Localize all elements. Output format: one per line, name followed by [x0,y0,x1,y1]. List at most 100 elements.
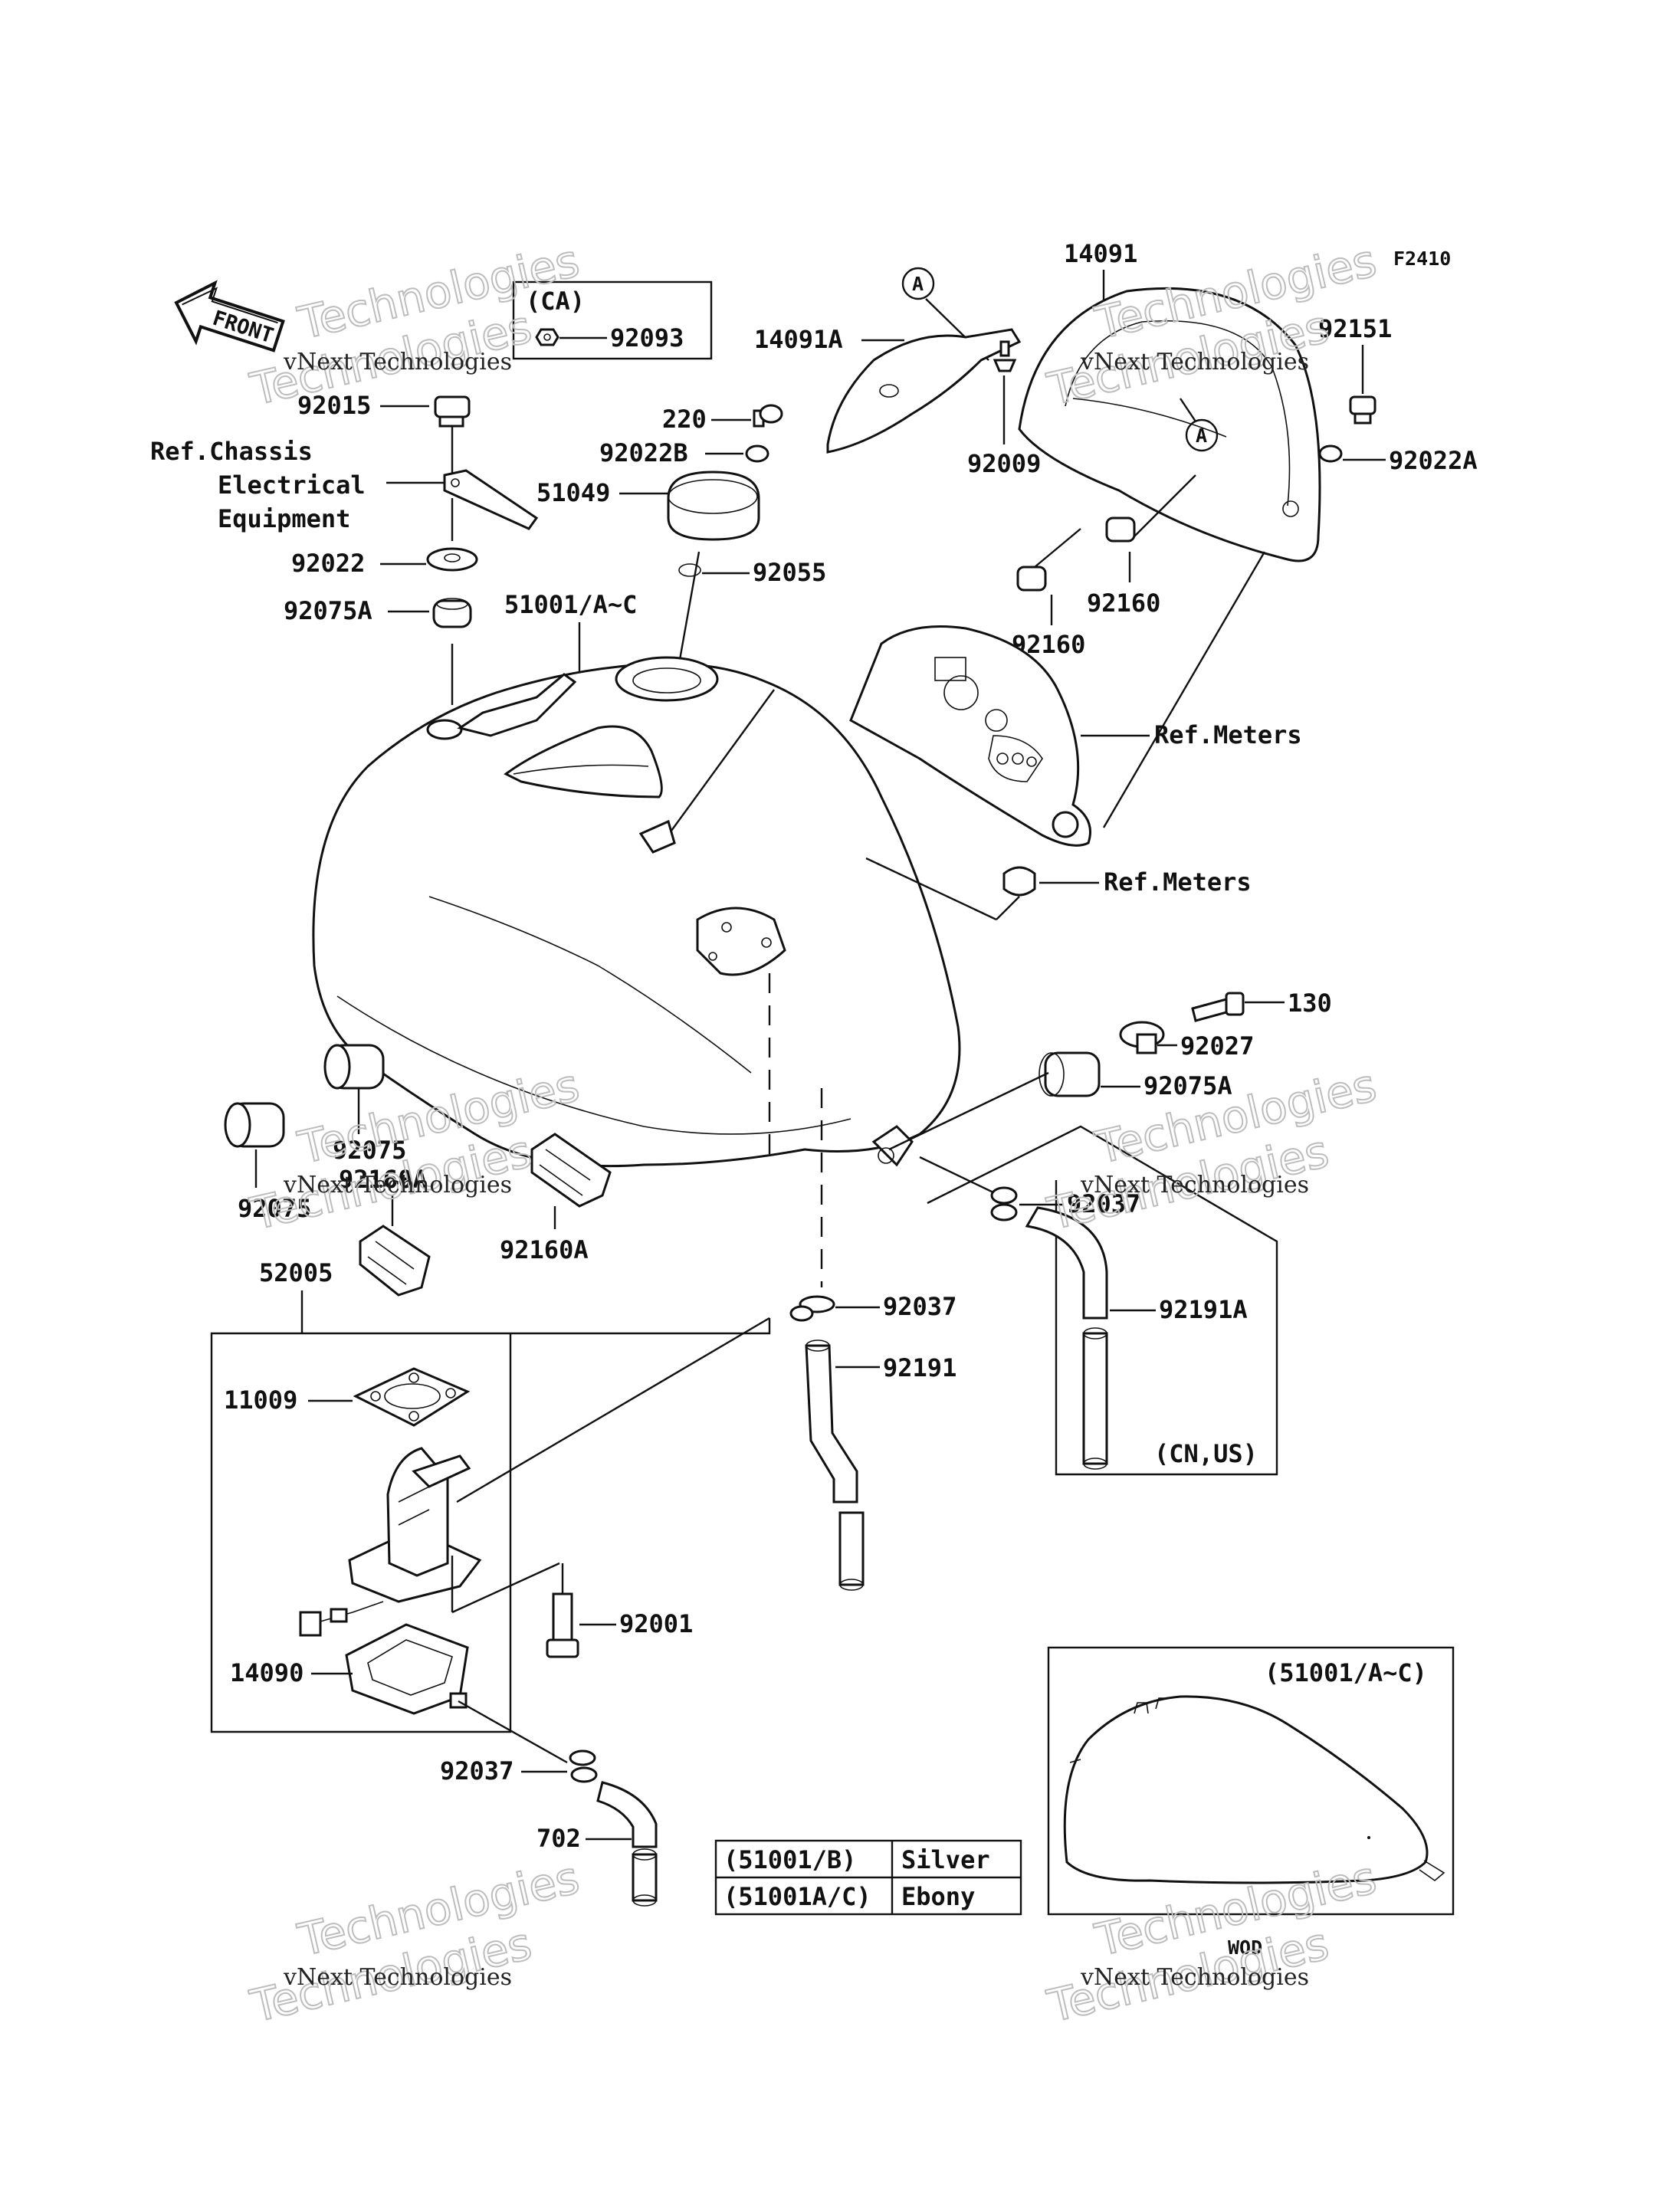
grommet-92160A-left-icon [359,1225,431,1297]
clamp-92037-bottom-icon [569,1749,598,1783]
screw-220-icon [753,404,783,428]
gasket-92055-icon [678,563,701,577]
label-11009: 11009 [224,1385,297,1415]
tank-side-view-icon [1063,1695,1445,1884]
bracket-plate-icon [443,469,539,530]
nut-92093-icon [535,328,559,346]
label-92075A-right: 92075A [1144,1071,1232,1100]
bolt-92015-icon [434,395,471,428]
label-92022: 92022 [291,549,365,578]
bolt-92001-icon [546,1592,579,1658]
label-92027: 92027 [1180,1031,1254,1061]
label-92022B: 92022B [599,438,688,467]
washer-92022-icon [426,547,478,572]
label-92055: 92055 [753,558,826,587]
watermark-top-right-text1: vNext Technologies [1080,349,1309,375]
label-51049: 51049 [536,478,610,507]
label-92191A: 92191A [1159,1295,1248,1324]
callout-A-left-icon [901,267,935,300]
ref-electrical: Electrical [218,471,366,500]
label-92151: 92151 [1318,314,1392,343]
filter-14090-icon [345,1623,469,1715]
label-92022A: 92022A [1389,446,1478,475]
watermark-bottom-left-text1: vNext Technologies [283,1964,512,1991]
label-92160A-right: 92160A [500,1235,589,1264]
ca-box [512,280,713,360]
damper-92075A-top-icon [432,598,472,628]
washer-92022A-icon [1318,444,1343,463]
front-arrow-icon: FRONT [174,280,285,353]
label-14090: 14090 [230,1658,304,1687]
callout-A-left: A [912,273,924,295]
screw-92009-icon [993,340,1017,372]
damper-92075-upper-icon [323,1044,385,1090]
ref-equipment: Equipment [218,504,350,533]
label-92037-bottom: 92037 [440,1756,514,1785]
grommet-meters-icon [1002,866,1036,897]
watermark-top-left: Technologies Technologies [244,234,585,416]
ref-meters-1: Ref.Meters [1154,720,1302,749]
grommet-92160-right-icon [1105,516,1136,543]
wod-label: WOD [1228,1936,1262,1959]
damper-92075-lower-icon [224,1102,285,1148]
fuel-pump-icon [348,1447,482,1603]
clamp-92037-middle-icon [789,1295,835,1322]
washer-92022B-icon [745,444,769,463]
color-table-code-1: (51001/B) [724,1845,856,1874]
ref-meters-2: Ref.Meters [1104,867,1252,897]
label-92075-lower: 92075 [238,1194,311,1223]
color-table-color-1: Silver [901,1845,990,1874]
hose-92191-icon [805,1340,865,1591]
label-92093: 92093 [610,323,684,353]
watermark-top-left-text1: vNext Technologies [283,349,512,375]
label-92160A-upper: 92160A [339,1165,428,1194]
watermark-bottom-left: Technologies Technologies [244,1851,585,2033]
label-702: 702 [536,1824,581,1853]
label-92160-right: 92160 [1087,589,1160,618]
color-table-code-2: (51001A/C) [724,1882,871,1911]
connector-icon [299,1601,384,1637]
grommet-92160A-right-icon [530,1133,612,1208]
color-table: (51001/B) Silver (51001A/C) Ebony [714,1839,1022,1916]
label-92191: 92191 [883,1353,956,1382]
cnus-box-label: (CN,US) [1154,1439,1258,1468]
label-92037-right: 92037 [1067,1189,1140,1218]
callout-A-right-icon [1185,418,1219,452]
bolt-130-icon [1191,992,1245,1022]
inset-box [1047,1646,1455,1916]
bracket-14091A-icon [826,328,1022,454]
label-220: 220 [662,405,707,434]
callout-A-right: A [1196,425,1207,447]
bolt-92151-icon [1349,395,1376,425]
damper-92075A-right-icon [1039,1051,1101,1097]
fuel-cap-51049-icon [667,471,760,541]
gasket-11009-icon [353,1367,471,1427]
label-92015: 92015 [297,391,371,420]
fuel-tank-51001-icon [312,656,961,1168]
hose-702-icon [596,1781,658,1907]
clamp-92037-right-icon [990,1186,1018,1221]
label-92075-upper: 92075 [333,1136,406,1165]
box-52005 [210,1318,771,1733]
meter-assembly-icon [849,625,1091,847]
label-92037-middle: 92037 [883,1292,956,1321]
watermark-bottom-right-text1: vNext Technologies [1080,1964,1309,1991]
label-14091: 14091 [1064,239,1137,268]
collar-92027-icon [1119,1021,1165,1054]
label-52005: 52005 [259,1258,333,1287]
color-table-color-2: Ebony [901,1882,975,1911]
inset-box-label: (51001/A~C) [1265,1658,1427,1687]
cnus-box [927,1125,1278,1476]
ref-chassis: Ref.Chassis [150,437,313,466]
label-92001: 92001 [619,1609,693,1638]
watermark-mid-left-text1: vNext Technologies [283,1172,512,1199]
label-51001: 51001/A~C [504,590,637,619]
figure-code: F2410 [1393,248,1451,270]
ca-box-label: (CA) [526,287,585,316]
hose-92191A-icon [1025,1206,1108,1470]
label-14091A: 14091A [754,325,843,354]
grommet-92160-left-icon [1016,566,1047,592]
meter-cover-14091-icon [1018,287,1321,562]
label-92075A-top: 92075A [284,596,372,625]
